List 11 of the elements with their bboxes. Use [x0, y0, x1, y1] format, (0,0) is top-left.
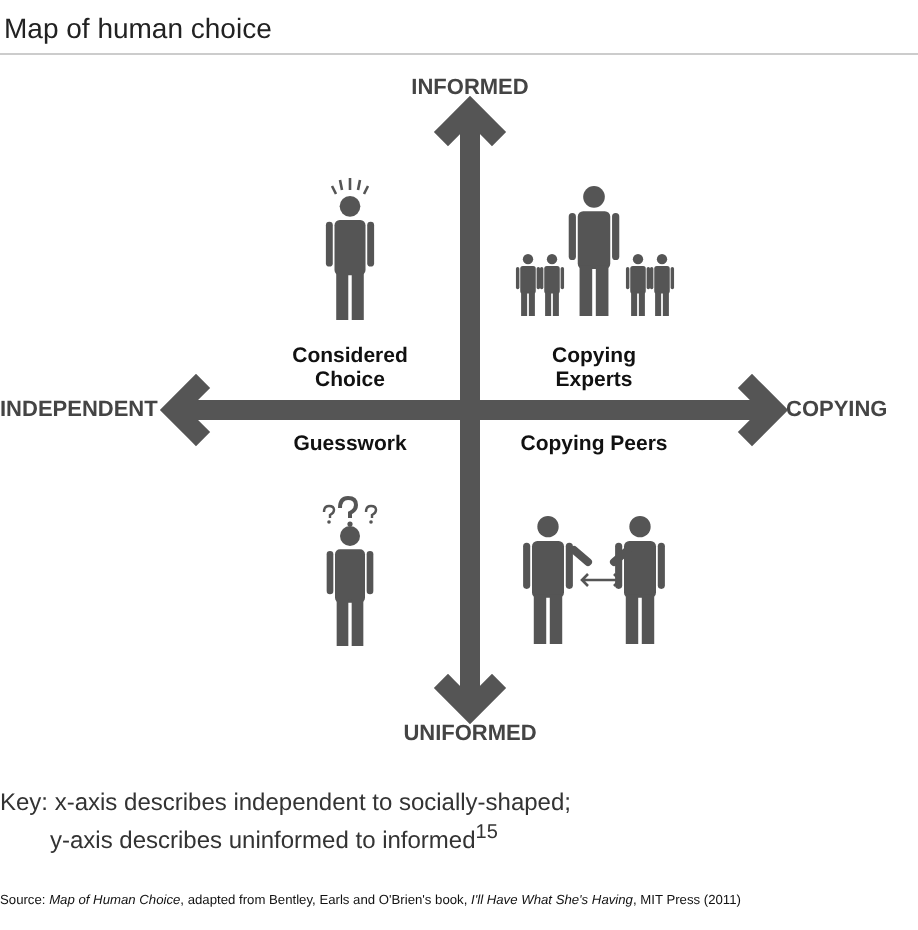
quadrant-label: Guesswork [291, 432, 409, 457]
quadrant-label: Copying Experts [550, 344, 638, 393]
title: Map of human choice [4, 12, 272, 45]
quadrant-label: Considered Choice [290, 344, 410, 393]
axis-label: INDEPENDENT [0, 398, 158, 424]
axis-label: UNIFORMED [403, 722, 537, 748]
quadrant-label: Copying Peers [518, 432, 670, 457]
axis-label: INFORMED [411, 76, 529, 102]
key-note: Key: x-axis describes independent to socially-shaped; [0, 790, 571, 818]
axis-label: COPYING [786, 398, 888, 424]
key-note: y-axis describes uninformed to informed$^{15}$ [50, 822, 498, 856]
